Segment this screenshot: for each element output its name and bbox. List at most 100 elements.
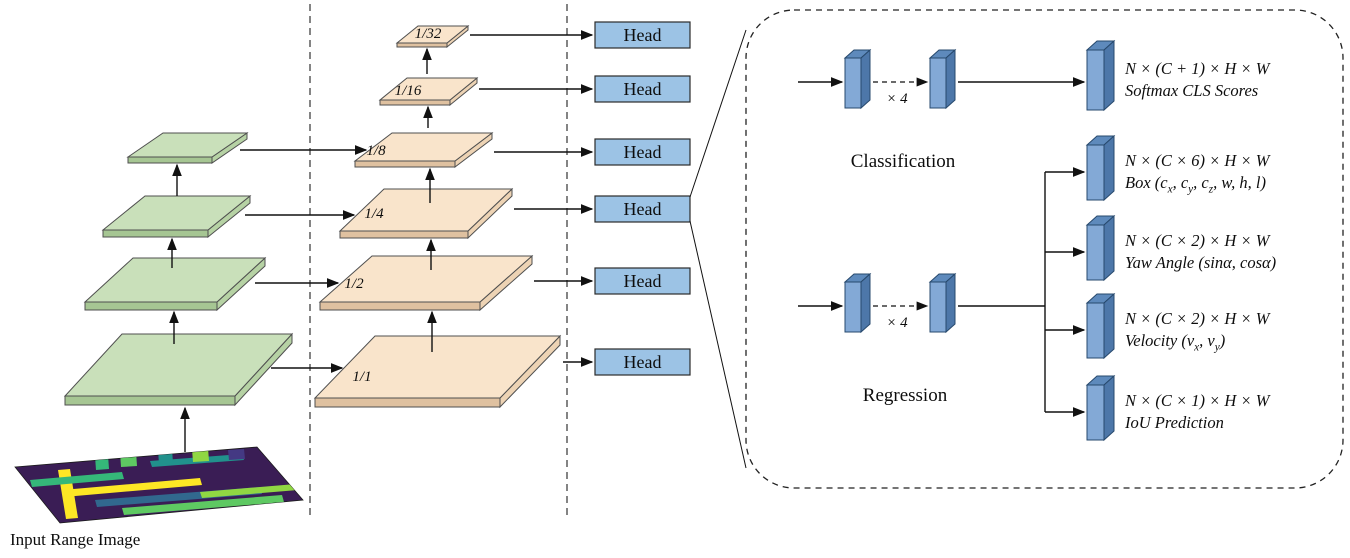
output-shape: N × (C × 6) × H × W <box>1125 151 1270 170</box>
output-block-cls <box>1085 39 1116 112</box>
face-front <box>354 160 456 168</box>
decoder-block-1-2 <box>318 254 534 312</box>
face-side <box>945 48 956 110</box>
output-desc: Velocity (vx, vy) <box>1125 330 1226 353</box>
face-front <box>319 301 481 311</box>
box-output-label: N × (C × 6) × H × W Box (cx, cy, cz, w, … <box>1125 150 1269 200</box>
range-streak <box>228 449 245 460</box>
output-shape: N × (C + 1) × H × W <box>1125 59 1270 78</box>
face-front <box>1086 49 1105 111</box>
face-side <box>860 48 871 110</box>
scale-label-1-4: 1/4 <box>364 206 384 222</box>
face-front <box>379 99 451 106</box>
head-label-4: Head <box>623 199 662 219</box>
decoder-block-1-4 <box>338 187 514 240</box>
funnel-line-top <box>689 29 747 198</box>
funnel-line-bottom <box>689 220 747 469</box>
face-top <box>395 25 470 44</box>
face-front <box>1086 224 1105 281</box>
conv-block-cls-1 <box>843 48 872 110</box>
face-side <box>1103 292 1115 360</box>
scale-label-1-16: 1/16 <box>394 83 422 99</box>
face-top <box>378 77 479 101</box>
face-front <box>929 281 947 333</box>
scale-label-1-8: 1/8 <box>366 143 386 159</box>
head-label-3: Head <box>623 142 662 162</box>
face-front <box>1086 302 1105 359</box>
conv-block-cls-2 <box>928 48 957 110</box>
head-label-5: Head <box>623 271 662 291</box>
head-label-1: Head <box>623 25 662 45</box>
classification-output-label: N × (C + 1) × H × W Softmax CLS Scores <box>1125 58 1269 101</box>
head-label-2: Head <box>623 79 662 99</box>
face-front <box>64 395 236 406</box>
face-side <box>860 272 871 334</box>
repeat-label-reg: × 4 <box>886 315 908 331</box>
face-front <box>844 281 862 333</box>
encoder-stage-3 <box>101 194 252 239</box>
head-box-3 <box>594 138 691 166</box>
output-desc: Box (cx, cy, cz, w, h, l) <box>1125 172 1266 195</box>
output-desc: Yaw Angle (sinα, cosα) <box>1125 252 1277 272</box>
velocity-output-label: N × (C × 2) × H × W Velocity (vx, vy) <box>1125 308 1269 358</box>
face-top <box>63 333 294 397</box>
range-image-streaks <box>30 448 298 519</box>
output-desc: IoU Prediction <box>1125 412 1224 432</box>
output-shape: N × (C × 1) × H × W <box>1125 391 1270 410</box>
face-front <box>102 229 209 238</box>
face-top <box>318 255 534 303</box>
decoder-block-1-32 <box>395 24 470 49</box>
head-label-6: Head <box>623 352 662 372</box>
input-range-image-label: Input Range Image <box>10 530 141 549</box>
range-streak <box>192 448 209 462</box>
range-streak <box>122 495 284 515</box>
face-front <box>84 301 218 311</box>
face-front <box>844 57 862 109</box>
scale-label-1-32: 1/32 <box>414 26 442 42</box>
regression-label: Regression <box>862 385 948 406</box>
face-side <box>1103 214 1115 282</box>
head-box-5 <box>594 267 691 295</box>
face-top <box>313 335 562 399</box>
face-side <box>945 272 956 334</box>
range-streak <box>158 449 173 464</box>
scale-label-1-1: 1/1 <box>352 369 372 385</box>
face-front <box>1086 384 1105 441</box>
conv-block-reg-2 <box>928 272 957 334</box>
face-front <box>127 156 213 164</box>
face-side <box>1103 39 1115 112</box>
face-front <box>339 230 469 239</box>
head-box-4 <box>594 195 691 223</box>
decoder-block-1-8 <box>353 131 494 169</box>
output-block-iou <box>1085 374 1116 442</box>
range-streak <box>62 478 202 497</box>
conv-block-reg-1 <box>843 272 872 334</box>
classification-label: Classification <box>850 151 956 172</box>
face-top <box>353 132 494 162</box>
iou-output-label: N × (C × 1) × H × W IoU Prediction <box>1125 390 1269 433</box>
face-top <box>126 132 249 158</box>
face-front <box>1086 144 1105 201</box>
head-box-1 <box>594 21 691 49</box>
range-streak <box>120 451 137 467</box>
encoder-stage-4 <box>126 132 249 164</box>
encoder-stage-1 <box>63 332 294 407</box>
output-desc: Softmax CLS Scores <box>1125 80 1259 100</box>
output-block-yaw <box>1085 214 1116 282</box>
output-block-box <box>1085 134 1116 202</box>
face-front <box>314 397 501 408</box>
range-streak <box>30 472 124 487</box>
decoder-block-1-16 <box>378 76 479 107</box>
yaw-output-label: N × (C × 2) × H × W Yaw Angle (sinα, cos… <box>1125 230 1276 273</box>
face-top <box>101 195 252 231</box>
decoder-block-1-1 <box>313 334 562 409</box>
range-image <box>14 446 304 524</box>
encoder-stage-2 <box>83 256 267 312</box>
output-shape: N × (C × 2) × H × W <box>1125 231 1270 250</box>
head-box-2 <box>594 75 691 103</box>
range-streak <box>95 455 109 470</box>
output-block-velocity <box>1085 292 1116 360</box>
face-side <box>1103 374 1115 442</box>
